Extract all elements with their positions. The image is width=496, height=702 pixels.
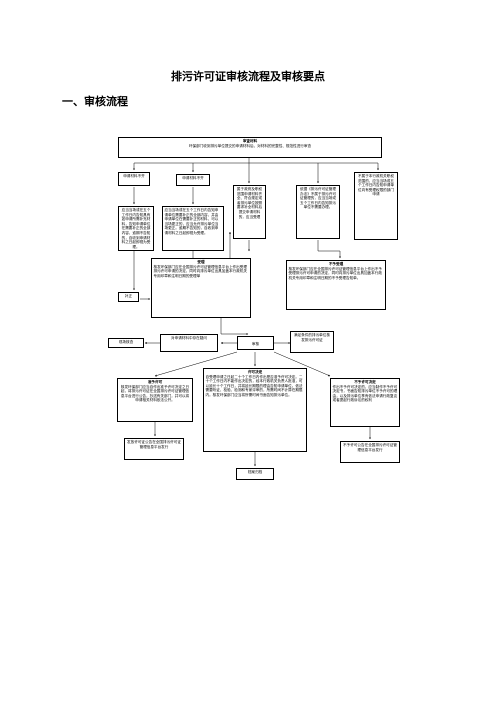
accept-head: 受理 [197, 260, 205, 264]
approve-permit-text: 核发环保部门应当自作出准予许可决定之日起，将排污许可证在全国排污许可证管理信息平… [120, 384, 190, 403]
meet-conditions-box: 满足条件的排污单位核发排污许可证 [290, 331, 334, 353]
not-jurisdiction-box: 不属于本行政机关职权范围的，应当当场或五个工作日内告知申请单位向有受理权限的部门… [354, 172, 398, 240]
approve-permit-box: 准予许可 核发环保部门应当自作出准予许可决定之日起，将排污许可证在全国排污许可证… [117, 378, 193, 422]
not-accept-box: 不予受理 核发环保部门应在全国排污许可证管理信息平台上作出不予受理排污许可申请的… [286, 260, 386, 310]
archive-label: 档案归档 [247, 470, 263, 474]
not-accept-text: 核发环保部门应在全国排污许可证管理信息平台上作出不予受理排污许可申请的决定，同时… [288, 266, 382, 280]
deny-permit-head: 不予许可决定 [354, 380, 376, 384]
review-materials-text: 环保部门收到排污单位提交的申请材料后，对材料的完整性、规范性进行审查 [188, 143, 312, 148]
review-label: 审核 [251, 342, 260, 346]
meet-conditions-text: 满足条件的排污单位核发排污许可证 [294, 333, 330, 342]
review-box: 审核 [237, 336, 274, 350]
materials-incomplete-box-2: 申请材料不齐 [176, 174, 210, 186]
not-required-text: 依据《排污许可证管理办法》不属于排污许可证管理的，应当当场或五个工作日内告知排污… [300, 187, 336, 210]
not-jurisdiction-text: 不属于本行政机关职权范围的，应当当场或五个工作日内告知申请单位向有受理权限的部门… [358, 174, 394, 197]
publicize-text: 发放许可证公告在全国排污许可证管理信息平台发行 [127, 440, 181, 449]
archive-box: 档案归档 [236, 468, 274, 480]
doubtful-materials-box: 对申请材料中存在疑问 [160, 334, 218, 352]
approve-permit-head: 准予许可 [147, 380, 163, 384]
review-materials-box: 审查材料 环保部门收到排污单位提交的申请材料后，对材料的完整性、规范性进行审查 [118, 137, 382, 158]
materials-incomplete-label-2: 申请材料不齐 [182, 176, 204, 180]
materials-incomplete-label: 申请材料不齐 [123, 174, 145, 178]
permit-decision-box: 许可决定 自受理申请之日起二十个工作日内作出是否准予许可决定。二十个工作日内不能… [203, 368, 307, 452]
notify-supplement-text: 应当当场或在五个工作日内告知具有如申请所需补充材料，告知申请单位在需要补正的全部… [121, 208, 151, 249]
not-required-box: 依据《排污许可证管理办法》不属于排污许可证管理的，应当当场或五个工作日内告知排污… [296, 185, 340, 239]
permit-decision-text: 自受理申请之日起二十个工作日内作出是否准予许可决定。二十个工作日内不能作出决定的… [205, 374, 303, 397]
deny-publicize-text: 不予许可公告在全国排污许可证管理信息平台发行 [343, 443, 397, 452]
site-check-label: 现场核查 [118, 340, 134, 344]
section-heading: 一、审核流程 [62, 95, 128, 108]
permit-decision-head: 许可决定 [247, 370, 263, 374]
notify-supplement-box: 应当当场或在五个工作日内告知具有如申请所需补充材料，告知申请单位在需要补正的全部… [118, 206, 154, 251]
supplement-box: 补正 [118, 292, 139, 302]
publicize-box: 发放许可证公告在全国排污许可证管理信息平台发行 [124, 438, 184, 460]
doubtful-materials-text: 对申请材料中存在疑问 [171, 336, 207, 340]
deny-permit-text: 作出不予许可决定的，应当制作不予许可决定书，书面告知排污单位不予许可的理由，以及… [332, 384, 398, 403]
jurisdiction-accept-text: 属于政府及职权范围申请材料齐全、符合规定或者排污单位按照要求补全材料后提交申请材… [236, 187, 263, 219]
review-materials-head: 审查材料 [242, 139, 258, 143]
page-title: 排污许可证审核流程及审核要点 [171, 70, 325, 83]
not-accept-head: 不予受理 [328, 262, 344, 266]
deny-permit-box: 不予许可决定 作出不予许可决定的，应当制作不予许可决定书，书面告知排污单位不予许… [330, 378, 400, 427]
deny-publicize-box: 不予许可公告在全国排污许可证管理信息平台发行 [340, 441, 400, 463]
correct-in-five-days-box: 应当当场或在五个工作日内告知申请单位需要补正的全部内容，并由申请单位在需要补正的… [162, 206, 224, 251]
materials-incomplete-box: 申请材料不齐 [118, 172, 150, 186]
supplement-label: 补正 [124, 294, 133, 298]
jurisdiction-accept-box: 属于政府及职权范围申请材料齐全、符合规定或者排污单位按照要求补全材料后提交申请材… [233, 185, 266, 239]
accept-text: 核发环保部门应在全国排污许可证管理信息平台上作出受理排污许可申请的决定，同时向排… [153, 264, 247, 278]
accept-box: 受理 核发环保部门应在全国排污许可证管理信息平台上作出受理排污许可申请的决定，同… [151, 258, 251, 318]
site-check-box: 现场核查 [108, 338, 144, 348]
correct-in-five-days-text: 应当当场或在五个工作日内告知申请单位需要补正的全部内容，并由申请单位在需要补正的… [164, 208, 219, 235]
